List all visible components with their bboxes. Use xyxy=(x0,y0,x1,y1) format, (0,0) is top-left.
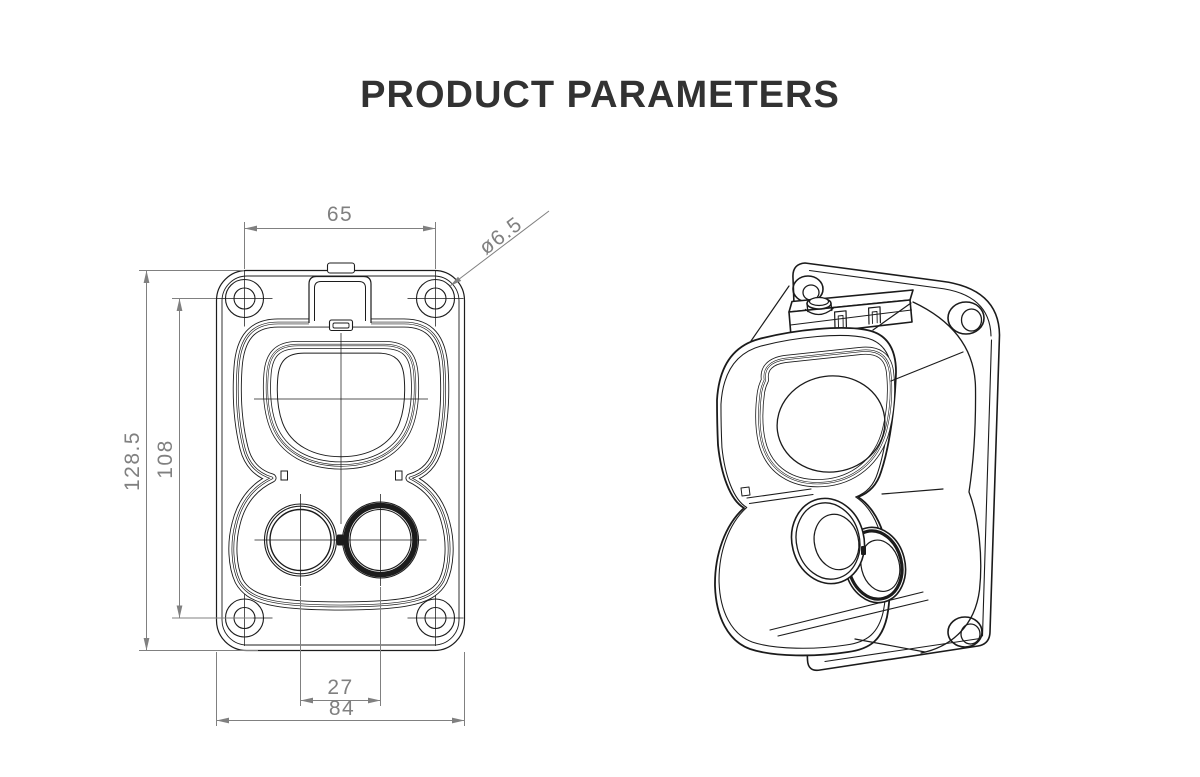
iso-left-tube xyxy=(790,497,866,585)
dim-overall-height: 128.5 xyxy=(121,431,144,491)
waist-steps xyxy=(280,470,403,481)
page-title: PRODUCT PARAMETERS xyxy=(360,74,840,116)
iso-waist-step xyxy=(740,486,751,497)
iso-ledge-lines xyxy=(746,488,814,505)
dim-overall-width: 84 xyxy=(329,697,355,720)
dimension-annotations xyxy=(139,210,550,726)
opening-centerlines xyxy=(254,333,428,524)
iso-tube-divider xyxy=(861,546,866,555)
dim-hole-spacing-height: 108 xyxy=(154,439,177,479)
iso-boss-outline xyxy=(912,301,982,654)
dimension-arrowheads xyxy=(143,225,465,724)
iso-floor-lines xyxy=(769,591,929,637)
iso-sweep-lines xyxy=(750,285,964,653)
dim-dc-pin-spacing: 27 xyxy=(327,676,353,699)
hinge-tab xyxy=(308,275,372,326)
contact-centerlines xyxy=(254,494,427,586)
dim-hole-spacing-width: 65 xyxy=(327,203,353,226)
dc-contact-openings xyxy=(254,494,427,586)
iso-hinge-pin xyxy=(804,296,834,316)
dim-hole-diameter: ø6.5 xyxy=(475,212,527,259)
front-view-drawing: 65 ø6.5 128.5 108 27 84 xyxy=(121,203,550,726)
opening-key-tab xyxy=(328,319,354,332)
top-latch-bump xyxy=(326,262,356,274)
isometric-view-drawing xyxy=(714,262,1001,672)
iso-upper-opening xyxy=(755,346,895,488)
contact-divider-detail xyxy=(337,534,344,546)
